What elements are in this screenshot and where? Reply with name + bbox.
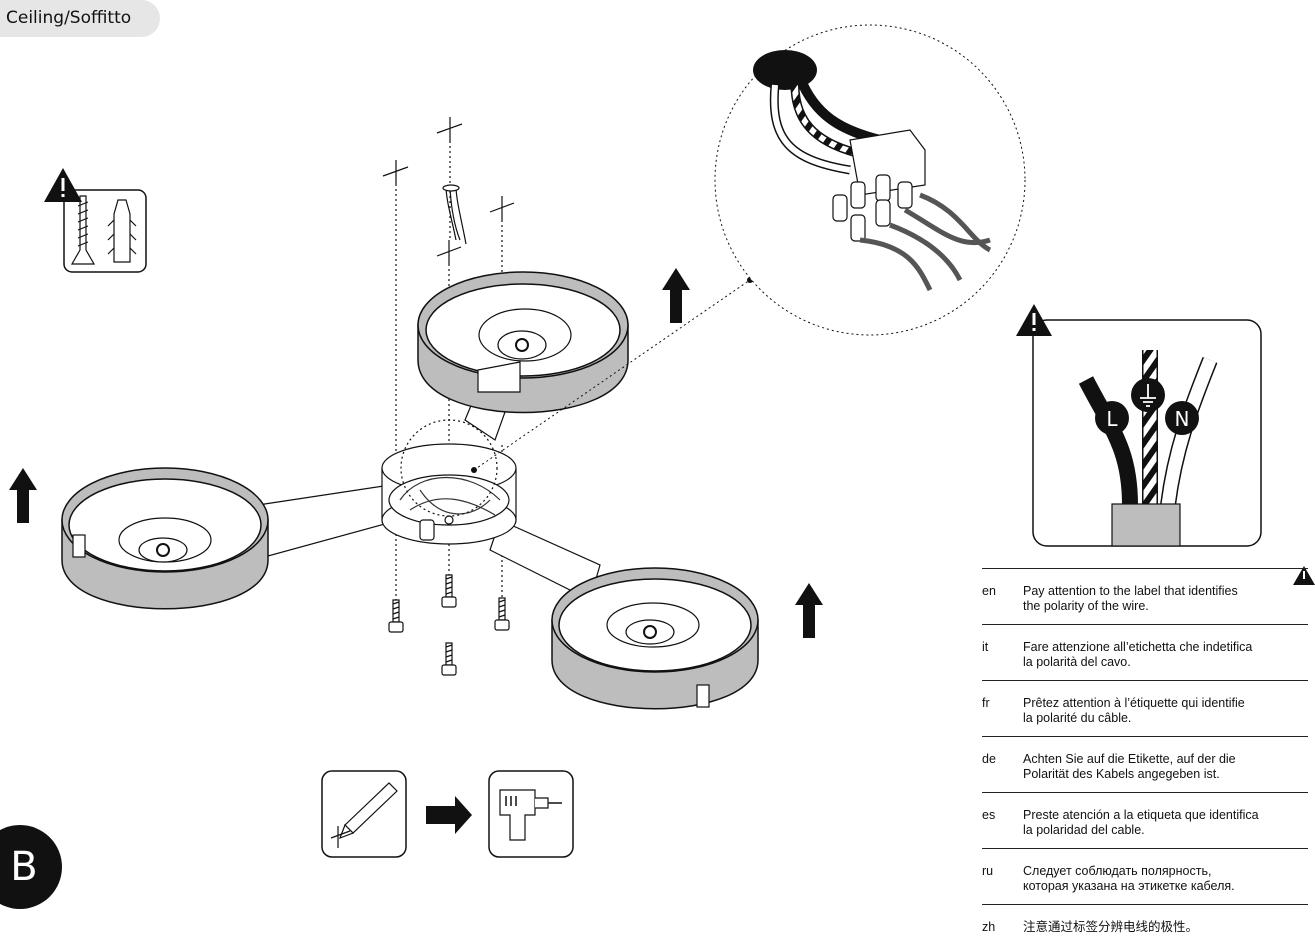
arrow-up-icon (9, 268, 823, 638)
section-tab-label: Ceiling/Soffitto (6, 8, 132, 28)
live-label: L (1106, 407, 1118, 431)
note-text: Следует соблюдать полярность, которая ук… (1023, 864, 1235, 893)
multilingual-notes: en Pay attention to the label that identi… (982, 568, 1308, 945)
shade-left (61, 467, 269, 610)
note-text: Achten Sie auf die Etikette, auf der die… (1023, 752, 1236, 781)
note-language-code: it (982, 640, 989, 654)
note-language-code: en (982, 584, 996, 598)
note-language-code: zh (982, 920, 996, 934)
note-language-code: ru (982, 864, 994, 878)
pencil-mark-icon (321, 770, 407, 858)
warning-triangle-icon (44, 168, 82, 202)
note-text: Preste atención a la etiqueta que identi… (1023, 808, 1259, 837)
drill-icon (488, 770, 574, 858)
assembly-diagram (9, 24, 1315, 858)
note-de: de Achten Sie auf die Etikette, auf der d… (982, 736, 1308, 792)
screws (388, 574, 510, 676)
note-language-code: de (982, 752, 996, 766)
connection-detail (471, 24, 1026, 473)
step-letter: B (10, 844, 38, 890)
note-text: 注意通过标签分辨电线的极性。 (1023, 920, 1199, 934)
arrow-right-icon (426, 796, 472, 834)
note-language-code: es (982, 808, 996, 822)
ceiling-cable (442, 184, 467, 245)
section-tab: Ceiling/Soffitto (0, 0, 160, 37)
screw-and-wall-plug-icon (63, 189, 147, 273)
central-hub (381, 419, 517, 545)
note-zh: zh 注意通过标签分辨电线的极性。 (982, 904, 1308, 945)
notes-warning-icon (1293, 566, 1315, 585)
note-fr: fr Prêtez attention à l’étiquette qui ide… (982, 680, 1308, 736)
wiring-polarity-detail (1032, 319, 1262, 547)
note-text: Prêtez attention à l’étiquette qui ident… (1023, 696, 1245, 725)
note-text: Pay attention to the label that identifi… (1023, 584, 1238, 613)
note-es: es Preste atención a la etiqueta que iden… (982, 792, 1308, 848)
note-language-code: fr (982, 696, 990, 710)
shade-top (417, 271, 629, 414)
shade-right (551, 567, 759, 710)
note-text: Fare attenzione all’etichetta che indeti… (1023, 640, 1253, 669)
neutral-label: N (1174, 407, 1190, 431)
note-ru: ru Следует соблюдать полярность, которая … (982, 848, 1308, 904)
wiring-warning-icon (1016, 304, 1052, 336)
note-en: en Pay attention to the label that identi… (982, 568, 1308, 624)
note-it: it Fare attenzione all’etichetta che inde… (982, 624, 1308, 680)
